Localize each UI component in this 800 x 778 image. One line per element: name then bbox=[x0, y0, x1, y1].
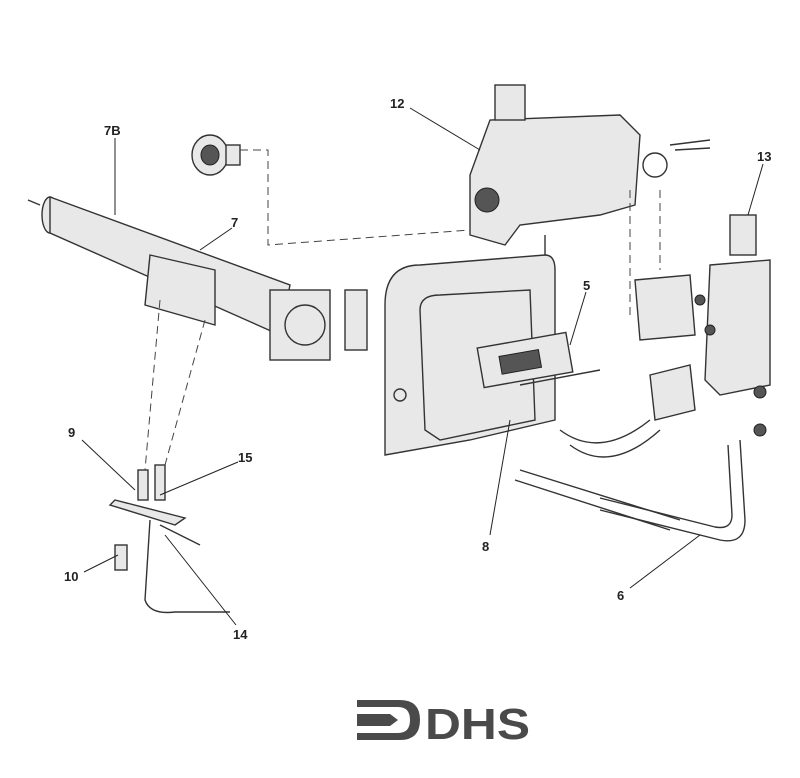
logo-text: DHS bbox=[425, 700, 530, 749]
callout-9: 9 bbox=[68, 425, 75, 440]
mounting-plate bbox=[384, 254, 556, 456]
callout-6: 6 bbox=[617, 588, 624, 603]
burner-tube bbox=[27, 195, 368, 361]
callout-7b: 7B bbox=[104, 123, 121, 138]
logo-arrow-icon bbox=[357, 700, 420, 740]
callout-10: 10 bbox=[64, 569, 78, 584]
gas-valve bbox=[469, 84, 711, 265]
dhs-logo: DHS bbox=[357, 700, 530, 749]
callout-7: 7 bbox=[231, 215, 238, 230]
pilot-assembly bbox=[476, 331, 601, 389]
callout-5: 5 bbox=[583, 278, 590, 293]
knob bbox=[191, 134, 241, 176]
callout-8: 8 bbox=[482, 539, 489, 554]
regulator bbox=[634, 214, 771, 437]
leader-lines bbox=[81, 107, 764, 626]
gas-tube bbox=[514, 364, 746, 542]
callout-14: 14 bbox=[233, 627, 248, 642]
callout-15: 15 bbox=[238, 450, 252, 465]
pilot-burner bbox=[108, 299, 230, 614]
callout-12: 12 bbox=[390, 96, 404, 111]
callout-13: 13 bbox=[757, 149, 771, 164]
